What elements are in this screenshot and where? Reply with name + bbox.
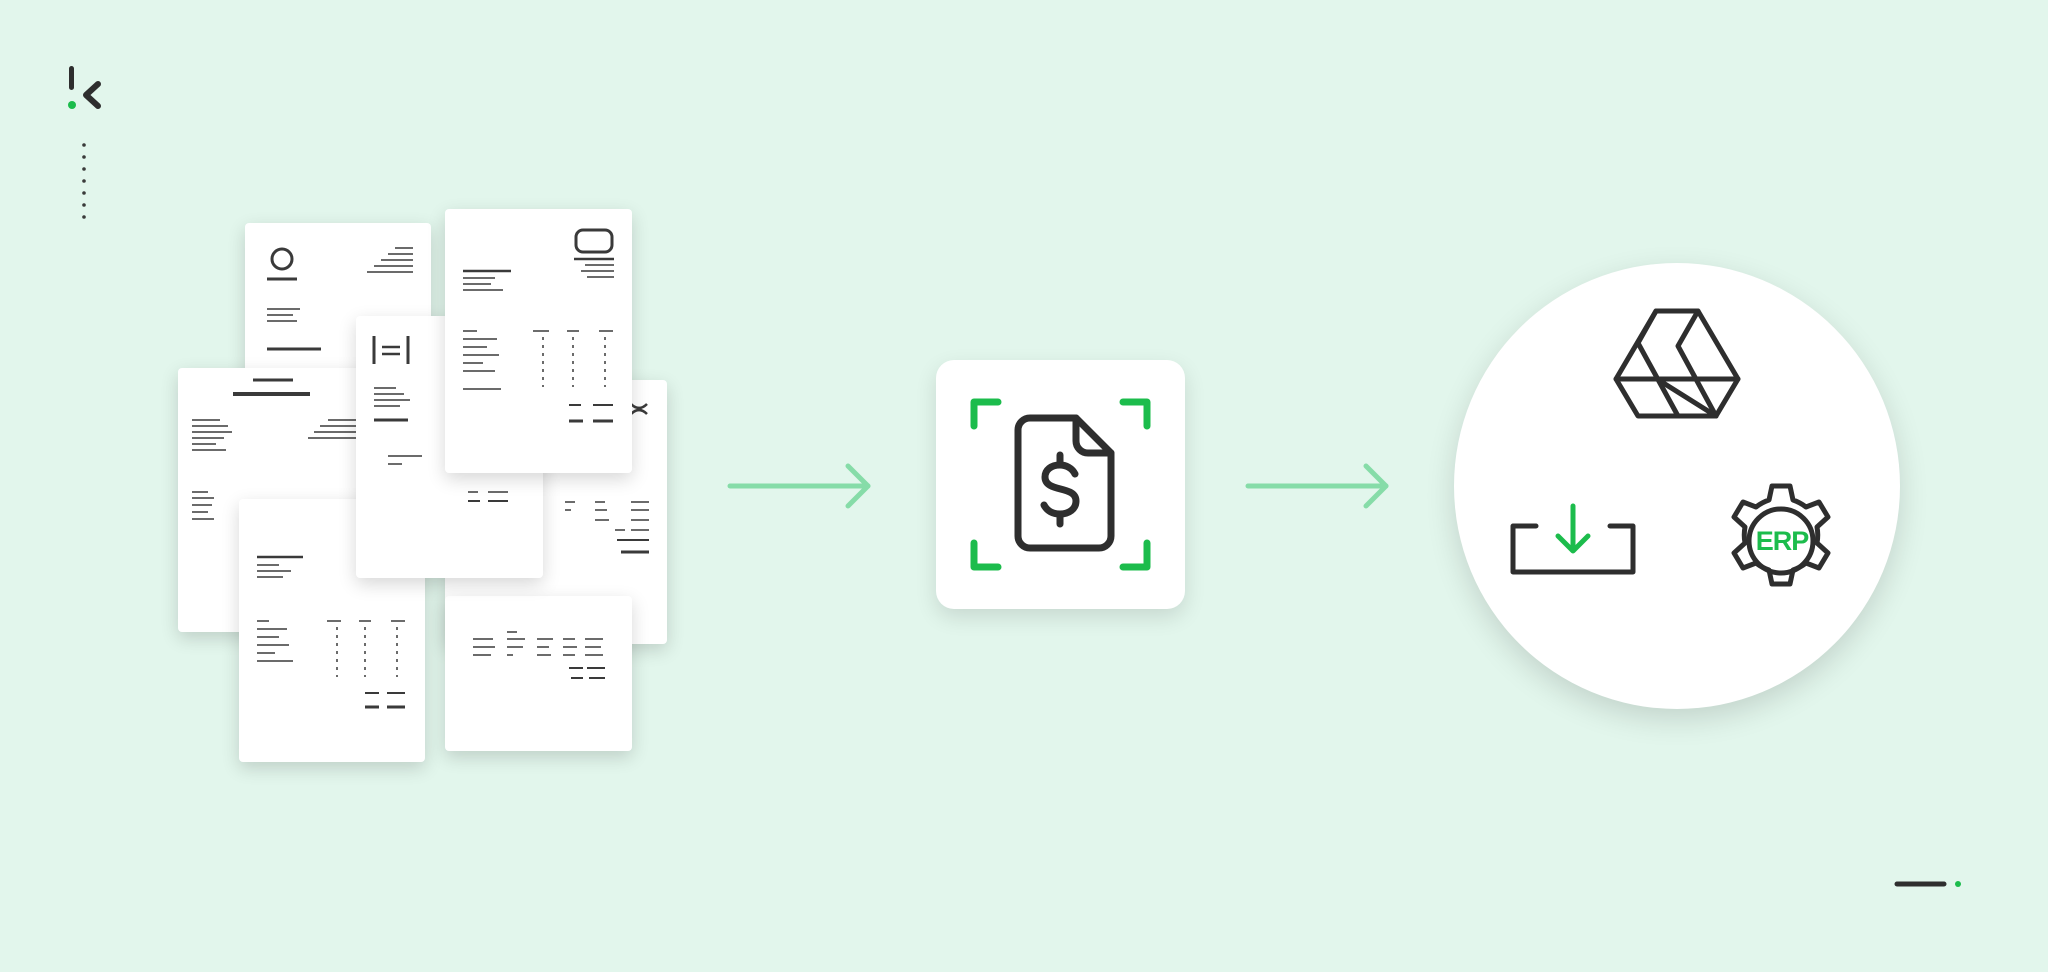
arrow-right-icon <box>1245 463 1389 509</box>
scan-invoice-dollar-icon <box>970 398 1151 571</box>
scan-card <box>936 360 1185 609</box>
slide-indicator <box>1894 881 1961 887</box>
google-drive-icon <box>1613 308 1741 419</box>
erp-label: ERP <box>1755 526 1810 556</box>
invoice-document <box>445 596 632 751</box>
invoice-document <box>445 209 632 473</box>
destinations-circle <box>1454 263 1900 709</box>
download-tray-icon <box>1510 503 1636 575</box>
dotted-divider <box>82 143 86 219</box>
k-logo-icon <box>68 66 101 109</box>
erp-gear-icon <box>1731 483 1831 587</box>
arrow-right-icon <box>727 463 871 509</box>
